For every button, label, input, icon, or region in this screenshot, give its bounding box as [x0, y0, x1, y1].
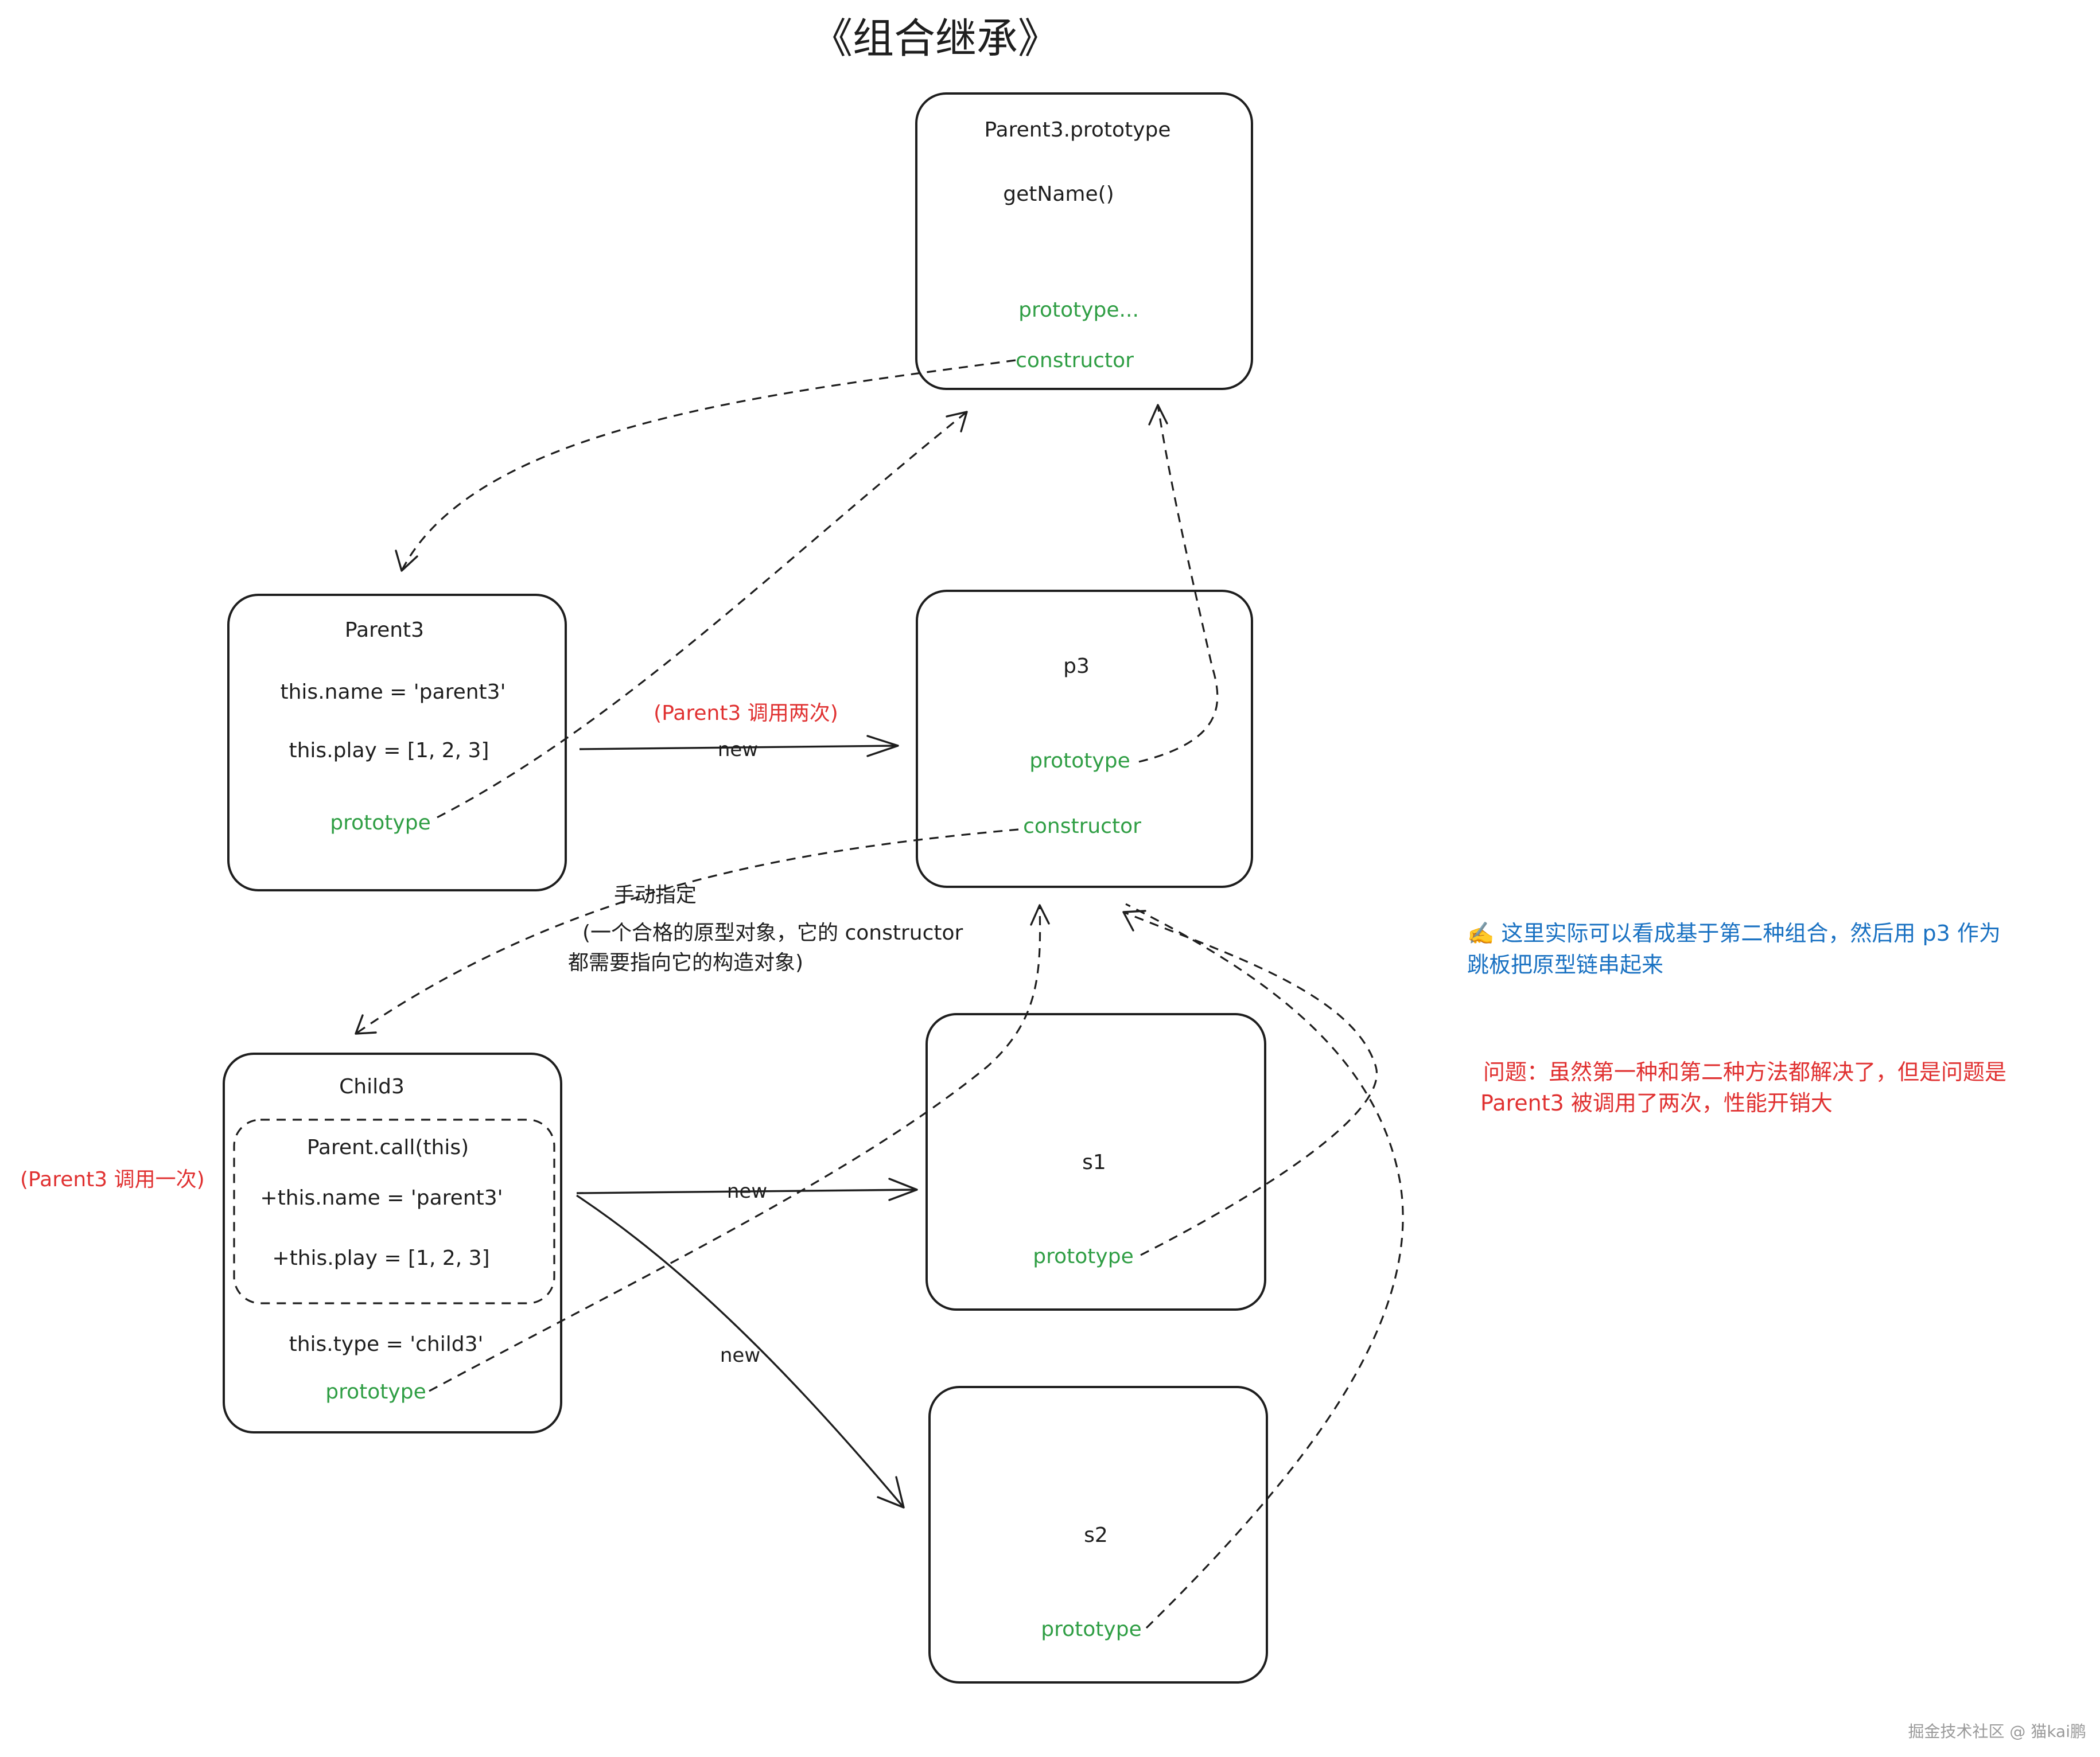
s2-title: s2 [1084, 1524, 1108, 1547]
parent-call-group [233, 1119, 555, 1304]
parent3-proto-label: prototype [330, 811, 430, 835]
parent3-play-line: this.play = [1, 2, 3] [289, 739, 489, 762]
s1-box [925, 1013, 1266, 1311]
child3-title: Child3 [339, 1075, 405, 1098]
red-note-line2: Parent3 被调用了两次，性能开销大 [1480, 1090, 1833, 1116]
parent3-called-twice-label: (Parent3 调用两次) [654, 702, 838, 725]
new-s2-arrow [576, 1194, 905, 1509]
manual-assign-line1: (一个合格的原型对象，它的 constructor [582, 921, 963, 945]
parent3-title: Parent3 [345, 618, 424, 642]
s1-proto-label: prototype [1033, 1245, 1133, 1268]
parent3-prototype-link-arrow [437, 411, 968, 819]
s2-proto-label: prototype [1041, 1618, 1141, 1641]
child3-call-line: Parent.call(this) [307, 1136, 469, 1159]
manual-assign-title: 手动指定 [614, 883, 697, 907]
new-s1-arrow [576, 1189, 917, 1194]
s2-prototype-link-arrow [1125, 903, 1404, 1629]
p3-constructor-to-child3-arrowhead [355, 1014, 377, 1035]
parent-prototype-box [915, 92, 1253, 390]
diagram-title: 《组合继承》 [811, 14, 1059, 63]
child3-type-line: this.type = 'child3' [289, 1333, 484, 1356]
prototype-constructor-to-parent3-arrow [400, 359, 1016, 571]
p3-proto-label: prototype [1029, 749, 1130, 773]
child3-play-line: +this.play = [1, 2, 3] [272, 1246, 489, 1270]
s2-box [928, 1386, 1268, 1684]
p3-prototype-link-arrowhead [1148, 404, 1168, 426]
child3-prototype-link-arrow [429, 905, 1041, 1392]
child3-box [223, 1053, 562, 1433]
parent-prototype-constructor-label: constructor [1016, 349, 1134, 372]
blue-note-line1: ✍️ 这里实际可以看成基于第二种组合，然后用 p3 作为 [1467, 921, 2001, 946]
p3-box [916, 590, 1253, 888]
parent3-box [227, 594, 567, 891]
parent3-called-once-label: (Parent3 调用一次) [20, 1168, 205, 1191]
watermark: 掘金技术社区 @ 猫kai鹏 [1908, 1722, 2086, 1741]
child3-proto-label: prototype [325, 1380, 426, 1404]
red-note-line1: 问题：虽然第一种和第二种方法都解决了，但是问题是 [1483, 1059, 2006, 1085]
parent3-prototype-link-arrowhead [946, 411, 968, 433]
parent-prototype-title: Parent3.prototype [984, 118, 1170, 142]
manual-assign-line2: 都需要指向它的构造对象) [568, 951, 803, 975]
p3-constructor-to-child3-arrow [355, 828, 1019, 1035]
p3-prototype-link-arrow [1138, 404, 1219, 763]
parent-prototype-proto-label: prototype... [1018, 298, 1139, 322]
parent3-name-line: this.name = 'parent3' [281, 680, 506, 704]
new-p3-arrowhead [866, 735, 899, 757]
getname-method: getName() [1003, 182, 1114, 206]
blue-note-line2: 跳板把原型链串起来 [1467, 952, 1663, 977]
new-p3-arrow [579, 745, 899, 750]
child3-name-line: +this.name = 'parent3' [260, 1186, 503, 1210]
child3-prototype-link-arrowhead [1030, 904, 1050, 926]
p3-title: p3 [1063, 655, 1090, 678]
new-s2-arrowhead [877, 1476, 905, 1509]
p3-constructor-label: constructor [1023, 815, 1141, 838]
s1-prototype-link-arrow [1123, 911, 1378, 1256]
prototype-constructor-to-parent3-arrowhead [395, 550, 418, 572]
new-p3-label: new [718, 738, 758, 761]
new-s1-arrowhead [888, 1178, 918, 1201]
new-s2-label: new [720, 1344, 760, 1367]
new-s1-label: new [727, 1180, 767, 1203]
s1-title: s1 [1082, 1151, 1106, 1174]
